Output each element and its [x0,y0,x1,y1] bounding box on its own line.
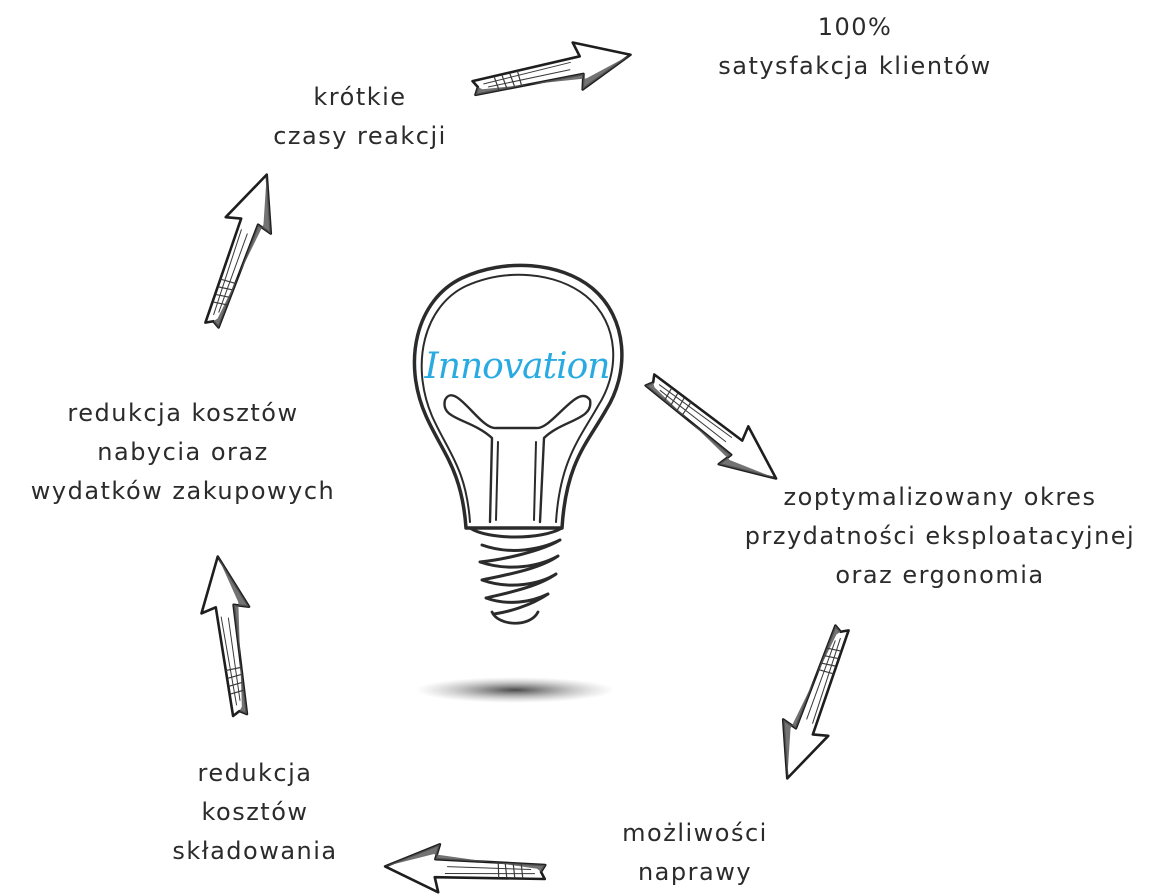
label-customer-satisfaction: 100% satysfakcja klientów [690,8,1020,86]
label-line: naprawy [637,858,753,886]
label-line: wydatków zakupowych [30,477,336,505]
bulb-shadow [415,677,615,703]
label-line: redukcja [197,759,313,787]
lightbulb-icon [412,263,624,625]
label-line: przydatności eksploatacyjnej [744,522,1136,550]
label-line: 100% [817,13,893,41]
label-line: nabycia oraz [97,438,269,466]
label-line: składowania [172,837,338,865]
label-acquisition-cost-reduction: redukcja kosztów nabycia oraz wydatków z… [2,394,364,511]
label-line: zoptymalizowany okres [783,483,1097,511]
innovation-word: Innovation [424,346,610,387]
label-line: możliwości [622,819,768,847]
label-repair-options: możliwości naprawy [595,814,795,892]
arrow-to-acquisition [192,551,266,720]
label-line: krótkie [313,83,407,111]
label-line: kosztów [201,798,309,826]
arrow-to-satisfaction [467,29,637,113]
label-line: redukcja kosztów [67,399,299,427]
label-storage-cost-reduction: redukcja kosztów składowania [135,754,375,871]
label-short-reaction-times: krótkie czasy reakcji [230,78,490,156]
label-line: oraz ergonomia [835,561,1045,589]
label-line: satysfakcja klientów [718,52,992,80]
arrow-to-lifetime [633,359,793,499]
arrow-to-storage [382,841,548,894]
label-line: czasy reakcji [273,122,447,150]
arrow-to-repair [763,618,866,788]
arrow-to-reaction [188,165,291,335]
label-optimized-lifetime: zoptymalizowany okres przydatności ekspl… [710,478,1169,595]
